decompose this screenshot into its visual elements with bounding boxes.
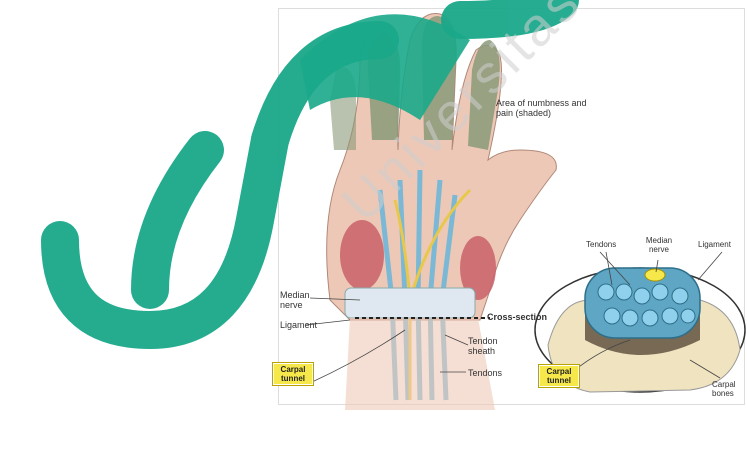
shaded-thumb-side <box>330 68 356 151</box>
median-nerve-cross <box>645 269 665 281</box>
carpal-bones-label: Carpal bones <box>712 380 742 398</box>
numbness-label: Area of numbness and pain (shaded) <box>496 98 596 118</box>
carpal-tunnel-label-left: Carpal tunnel <box>272 362 314 386</box>
ligament-label-right: Ligament <box>698 240 731 249</box>
tendons-label-left: Tendons <box>468 368 502 378</box>
wrist-ligament <box>345 288 475 318</box>
thenar-muscle <box>340 220 384 290</box>
median-nerve-label-right: Median nerve <box>642 236 676 254</box>
median-nerve-label-left: Median nerve <box>280 290 322 310</box>
tendon-sheath-label: Tendon sheath <box>468 336 508 356</box>
carpal-tunnel-label-right: Carpal tunnel <box>538 364 580 388</box>
forearm <box>345 318 495 410</box>
cross-section-label: Cross-section <box>487 312 547 322</box>
tendons-label-right: Tendons <box>586 240 616 249</box>
ligament-label-left: Ligament <box>280 320 317 330</box>
